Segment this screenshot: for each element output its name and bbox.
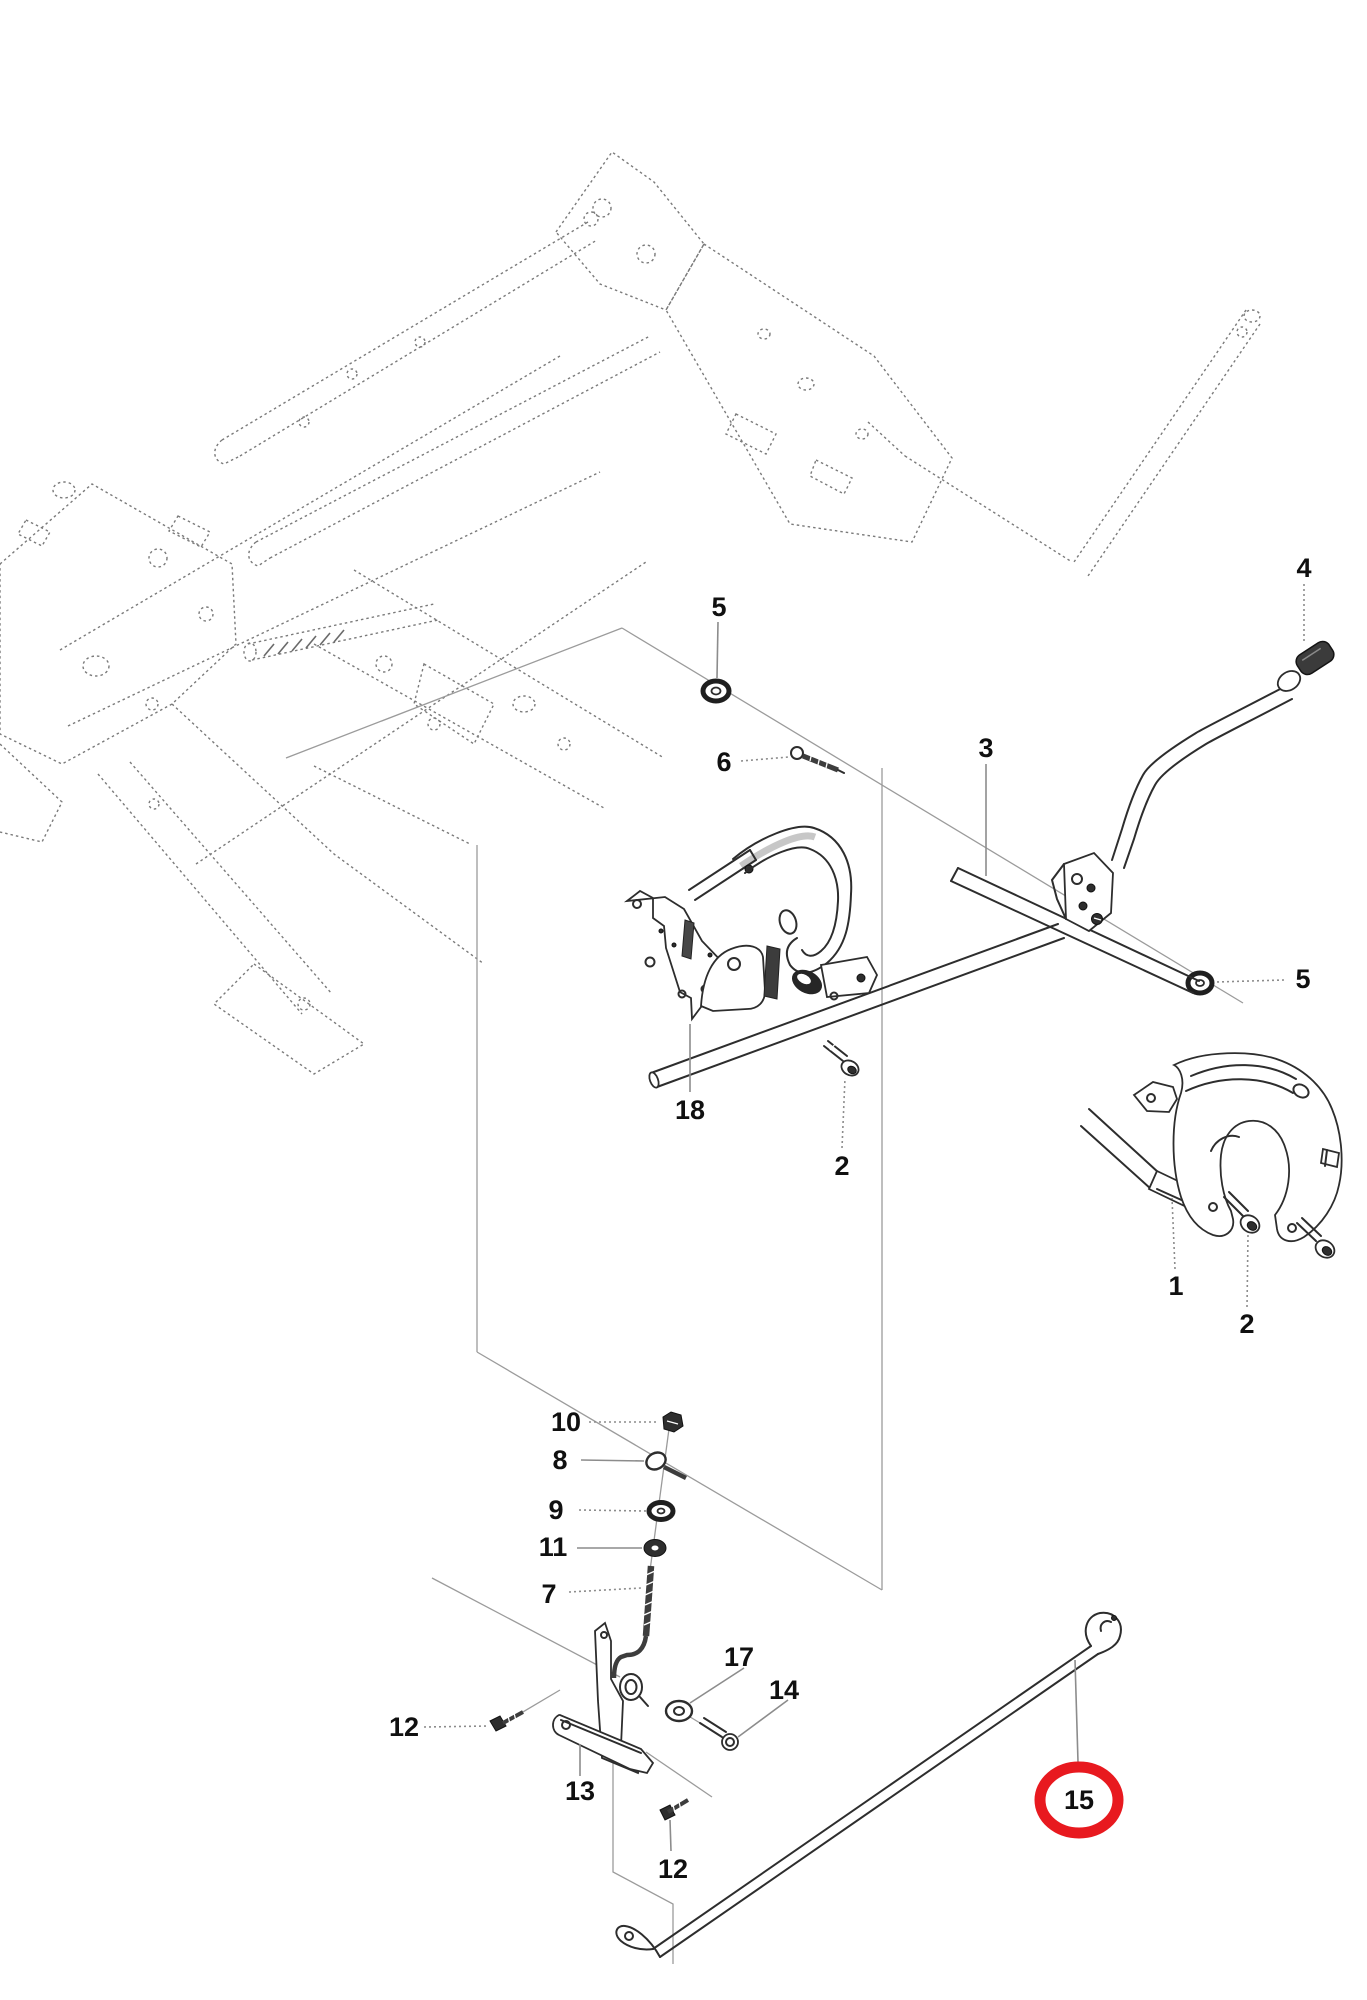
part-label-17: 17 [724,1642,754,1672]
eye-bolt-8 [645,1451,688,1481]
washer-17 [664,1699,694,1723]
ferrule [1276,670,1302,692]
washer-9 [646,1500,676,1522]
leader-line-1 [1171,1197,1176,1270]
leader-line-7 [568,1587,642,1593]
part-label-18: 18 [675,1095,705,1125]
leader-line-8 [580,1459,645,1462]
screw-12-left [489,1710,524,1732]
part-label-10: 10 [551,1407,581,1437]
part-label-3: 3 [978,733,993,763]
leader-line-2-right [1246,1234,1249,1308]
nut-10 [662,1411,684,1433]
highlight-circle-15 [1034,1761,1124,1839]
part-label-4: 4 [1296,553,1311,583]
part-label-12-bottom: 12 [658,1854,688,1884]
knob-4 [1295,640,1335,676]
leader-line-2-left [841,1077,846,1149]
leader-line-12-bottom [669,1819,672,1852]
part-label-11: 11 [539,1532,568,1562]
part-label-5-bottom: 5 [1295,964,1310,994]
brake-rod-15 [615,1611,1122,1958]
leader-line-9 [578,1509,647,1512]
bolt-2-right-b [1296,1217,1336,1259]
leader-line-15 [1074,1659,1079,1763]
construction-lines [285,627,1244,1964]
grommet-5-top [700,678,732,704]
leader-line-5-bottom [1215,979,1285,983]
link-tube [648,923,1065,1089]
part-label-1: 1 [1168,1271,1183,1301]
part-label-15: 15 [1064,1785,1094,1815]
part-label-5-top: 5 [711,592,726,622]
grommet-5-bottom [1185,970,1215,996]
lever-13 [552,1714,655,1775]
hitch-bracket-1 [1080,1052,1343,1259]
part-label-2-left: 2 [834,1151,849,1181]
leader-line-17 [689,1667,745,1704]
chassis-frame-context [0,151,1261,1075]
screw-12-bottom [659,1798,690,1821]
part-label-8: 8 [552,1445,567,1475]
pivot-bracket-group [489,1621,739,1821]
part-label-7: 7 [541,1579,556,1609]
clamp-bracket [1050,851,1114,933]
leader-lines-layer [423,584,1305,1852]
latch-assembly-18 [623,825,879,1022]
leader-line-12-left [423,1725,490,1728]
part-label-2-right: 2 [1239,1309,1254,1339]
part-label-6: 6 [716,747,731,777]
leader-line-5-top [716,621,719,679]
bolt-2-left [823,1040,860,1077]
nut-11 [643,1539,667,1557]
part-label-13: 13 [565,1776,595,1806]
leader-line-14 [737,1699,789,1738]
highlight-layer [1034,1761,1124,1839]
bolt-2-right-a [1223,1191,1261,1234]
part-label-14: 14 [769,1675,799,1705]
screw-6 [790,746,845,774]
cross-tube-hatching [263,629,345,657]
bolt-14 [699,1717,739,1751]
leader-line-6 [740,756,790,762]
part-label-9: 9 [548,1495,563,1525]
torsion-spring-17 [619,1673,649,1707]
hook-rod-7 [611,1565,656,1679]
part-label-12-left: 12 [389,1712,419,1742]
handle-rod-assembly [1050,640,1335,933]
